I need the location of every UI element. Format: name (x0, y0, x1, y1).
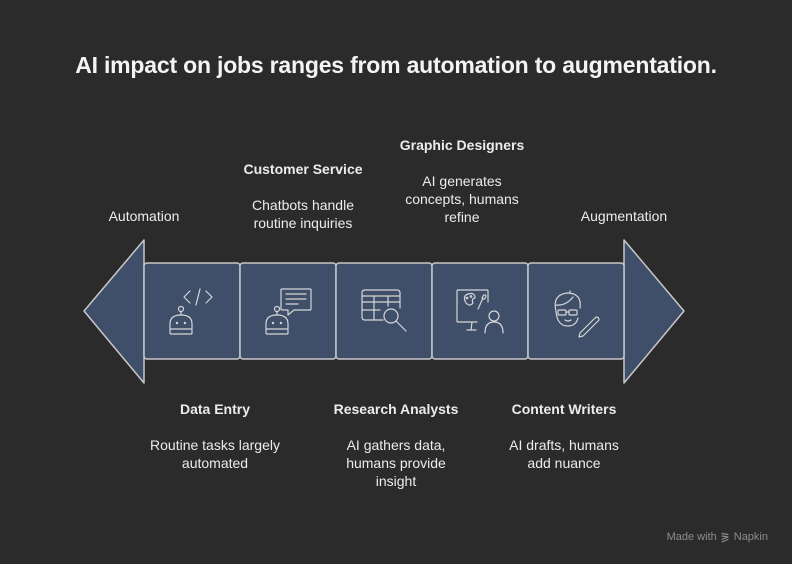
writer-glasses-pencil-icon (554, 290, 600, 338)
table-search-icon (361, 289, 407, 332)
item-title: Content Writers (511, 401, 617, 417)
box-content-writers (527, 262, 625, 360)
scale-left-label: Automation (108, 208, 180, 224)
box-data-entry (143, 262, 241, 360)
item-title: Research Analysts (333, 401, 459, 417)
napkin-brand-label: Napkin (733, 531, 768, 543)
monitor-palette-person-icon (456, 289, 504, 334)
item-description: Chatbots handle routine inquiries (252, 197, 354, 231)
box-graphic-designers (431, 262, 529, 360)
item-title: Graphic Designers (399, 137, 525, 153)
item-content-writers: Content Writers AI drafts, humans add nu… (490, 400, 638, 472)
item-graphic-designers: Graphic Designers AI generates concepts,… (384, 136, 540, 226)
item-description: Routine tasks largely automated (150, 437, 280, 471)
item-data-entry: Data Entry Routine tasks largely automat… (136, 400, 294, 472)
item-research-analysts: Research Analysts AI gathers data, human… (320, 400, 472, 490)
item-title: Customer Service (243, 161, 363, 177)
scale-right-label: Augmentation (580, 208, 668, 224)
right-arrowhead (623, 239, 685, 384)
robot-chat-icon (265, 288, 312, 335)
item-description: AI generates concepts, humans refine (405, 173, 519, 225)
made-with-label: Made with (666, 531, 717, 543)
napkin-logo-icon (721, 532, 729, 543)
robot-code-icon (169, 288, 213, 335)
item-description: AI gathers data, humans provide insight (346, 437, 446, 489)
item-customer-service: Customer Service Chatbots handle routine… (228, 160, 378, 232)
left-arrowhead (83, 239, 145, 384)
made-with-napkin[interactable]: Made with Napkin (667, 531, 768, 543)
item-title: Data Entry (179, 401, 251, 417)
page-title: AI impact on jobs ranges from automation… (75, 52, 717, 78)
item-description: AI drafts, humans add nuance (509, 437, 619, 471)
box-research-analysts (335, 262, 433, 360)
